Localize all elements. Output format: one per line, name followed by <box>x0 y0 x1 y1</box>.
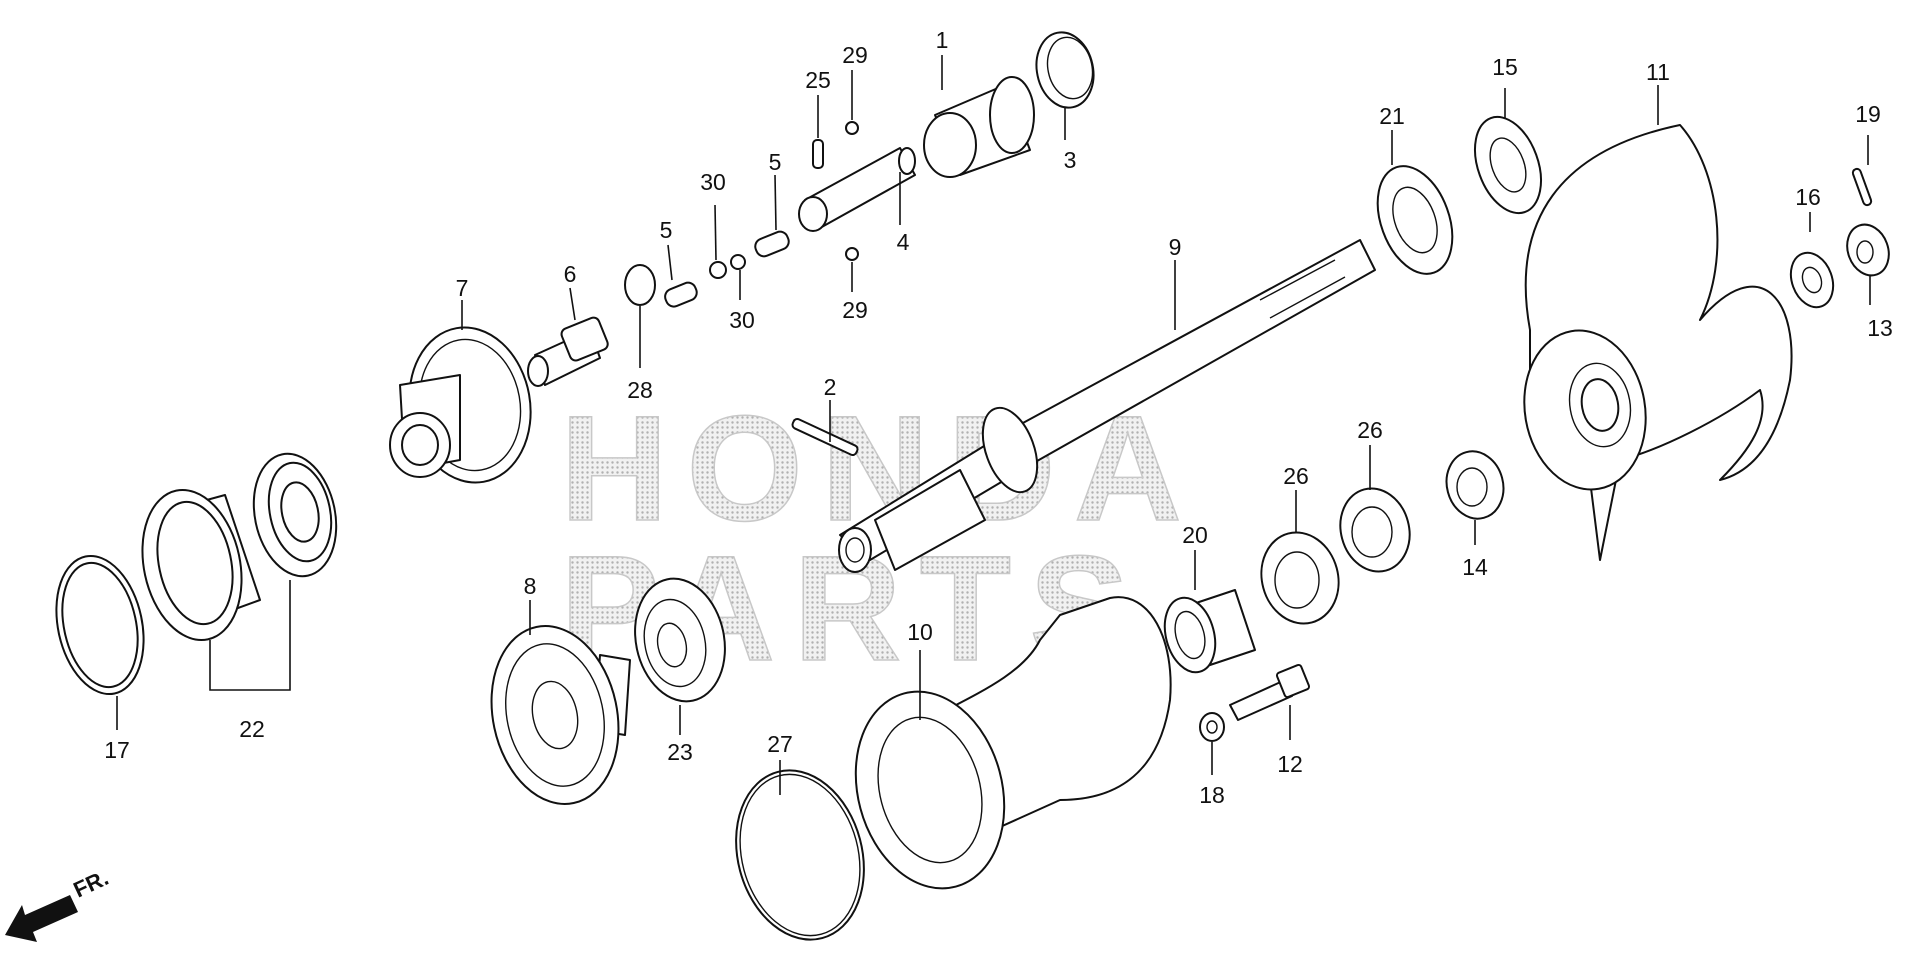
callout-29-bottom: 29 <box>842 297 868 323</box>
part-5-spring-upper <box>754 230 790 258</box>
callout-18: 18 <box>1199 782 1225 808</box>
part-5-spring-lower <box>664 281 698 308</box>
front-arrow-icon <box>5 895 78 942</box>
callout-7: 7 <box>456 275 469 301</box>
part-4-shifter <box>798 147 916 232</box>
callout-2: 2 <box>824 374 837 400</box>
callout-9: 9 <box>1169 234 1182 260</box>
part-30-ball-a <box>709 261 727 279</box>
part-13-nut <box>1846 223 1890 277</box>
part-16-washer <box>1789 251 1835 309</box>
part-9-propeller-shaft <box>838 239 1376 573</box>
callout-14: 14 <box>1462 554 1488 580</box>
part-15-washer <box>1474 115 1542 215</box>
part-10-gear-case <box>854 596 1172 890</box>
part-23-ball-bearing <box>634 577 726 703</box>
callout-11: 11 <box>1646 59 1670 85</box>
callout-27: 27 <box>767 731 793 757</box>
part-11-propeller <box>1523 124 1793 561</box>
callout-5-lower: 5 <box>660 217 673 243</box>
part-6-plunger <box>527 316 609 387</box>
callout-5-upper: 5 <box>769 149 782 175</box>
callout-13: 13 <box>1867 315 1893 341</box>
callout-15: 15 <box>1492 54 1518 80</box>
part-14-spacer <box>1445 450 1505 520</box>
part-26-seal-upper <box>1339 487 1411 573</box>
front-direction-indicator: FR. <box>5 865 112 942</box>
part-29-pin-a <box>845 121 859 135</box>
part-8-bevel-gear <box>490 625 631 805</box>
callout-30-bottom: 30 <box>729 307 755 333</box>
part-12-bolt <box>1229 663 1311 721</box>
callout-6: 6 <box>564 261 577 287</box>
callout-4: 4 <box>897 229 910 255</box>
callout-26-upper: 26 <box>1357 417 1383 443</box>
part-22-bearing <box>141 452 338 642</box>
leader-lines <box>116 55 1871 795</box>
callout-21: 21 <box>1379 103 1405 129</box>
part-25-pin <box>812 139 824 169</box>
part-21-thrust-bearing <box>1376 165 1454 275</box>
part-27-o-ring <box>735 769 865 941</box>
callout-16: 16 <box>1795 184 1821 210</box>
part-17-ring <box>55 554 145 696</box>
callout-29-top: 29 <box>842 42 868 68</box>
callout-17: 17 <box>104 737 130 763</box>
callout-20: 20 <box>1182 522 1208 548</box>
part-3-ring <box>1035 31 1095 109</box>
part-19-cotter-pin <box>1851 167 1873 207</box>
part-26-seal-lower <box>1260 531 1340 625</box>
part-1-clutch <box>923 76 1035 178</box>
front-label: FR. <box>70 865 113 903</box>
callout-22: 22 <box>239 716 265 742</box>
callout-8: 8 <box>524 573 537 599</box>
part-28-clip <box>624 264 656 306</box>
callouts: 1 2 3 4 5 5 6 7 8 9 10 11 12 13 14 15 16… <box>104 27 1893 808</box>
part-2-pin <box>791 417 859 457</box>
callout-3: 3 <box>1064 147 1077 173</box>
part-7-forward-gear <box>389 326 532 484</box>
part-30-ball-b <box>730 254 746 270</box>
callout-1: 1 <box>936 27 949 53</box>
callout-28: 28 <box>627 377 653 403</box>
part-18-washer <box>1199 712 1225 742</box>
callout-25: 25 <box>805 67 831 93</box>
callout-23: 23 <box>667 739 693 765</box>
callout-19: 19 <box>1855 101 1881 127</box>
callout-10: 10 <box>907 619 933 645</box>
part-29-pin-b <box>845 247 859 261</box>
part-20-needle-bearing <box>1163 589 1256 674</box>
callout-30-top: 30 <box>700 169 726 195</box>
callout-12: 12 <box>1277 751 1303 777</box>
callout-26-lower: 26 <box>1283 463 1309 489</box>
